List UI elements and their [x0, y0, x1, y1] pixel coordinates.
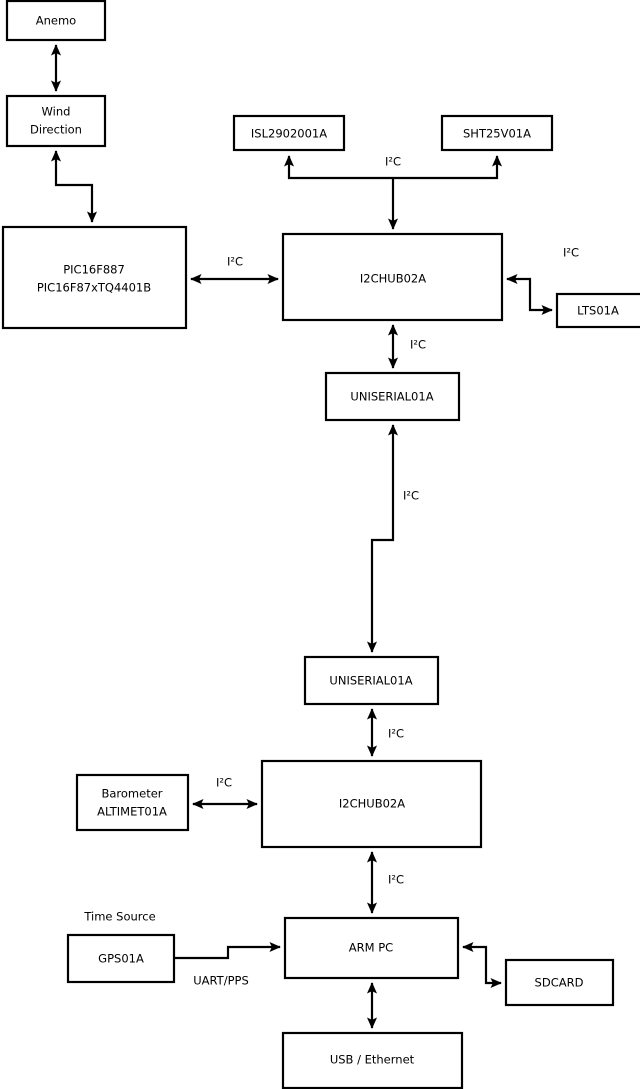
edge-armpc-sdcard — [462, 941, 502, 989]
node-rect-sht25v01a[interactable] — [440, 114, 554, 152]
node-rect-gps01a[interactable] — [66, 933, 176, 984]
edge-unibottom-hubbottom: I²C — [366, 708, 404, 757]
edge-barometer-hubbottom: I²C — [192, 776, 258, 810]
edge-path-wind-pic — [50, 150, 98, 223]
edge-label-hub-armpc: I²C — [388, 873, 404, 887]
node-rect-isl2902001a[interactable] — [232, 114, 346, 152]
node-rect-wind-direction[interactable] — [5, 94, 107, 148]
edge-hubtop-sensors: I²C — [283, 155, 503, 230]
node-rect-anemo[interactable] — [5, 0, 107, 42]
edge-label-isl-sht-bus: I²C — [385, 155, 401, 169]
node-i2chub02a-bottom[interactable]: I2CHUB02A — [260, 759, 483, 849]
edge-gps-armpc: UART/PPS — [174, 941, 281, 988]
node-uniserial01a-bottom[interactable]: UNISERIAL01A — [303, 655, 440, 706]
edge-pic-hubtop: I²C — [190, 255, 279, 285]
node-rect-barometer[interactable] — [75, 773, 190, 832]
edge-hubbottom-armpc: I²C — [366, 851, 404, 914]
edge-path-hubtop-lts — [506, 273, 553, 316]
node-label-sdcard: SDCARD — [535, 976, 584, 990]
edge-path-hubtop-sht — [393, 155, 503, 180]
edge-label-pic-hub: I²C — [227, 255, 243, 269]
node-anemo[interactable]: Anemo — [5, 0, 107, 42]
node-label-lts01a: LTS01A — [577, 304, 619, 318]
node-rect-i2chub02a-bottom[interactable] — [260, 759, 483, 849]
node-rect-uniserial01a-bottom[interactable] — [303, 655, 440, 706]
node-label-sht25v01a: SHT25V01A — [463, 127, 531, 141]
edge-label-uni-uni-link: I²C — [403, 489, 419, 503]
node-label-usb-ethernet: USB / Ethernet — [330, 1053, 415, 1067]
node-label-wind-direction-line1: Wind — [42, 105, 71, 119]
node-usb-ethernet[interactable]: USB / Ethernet — [281, 1031, 464, 1089]
node-pic-mcu[interactable]: PIC16F887 PIC16F87xTQ4401B — [1, 225, 188, 330]
edge-label-uni-hub-bottom: I²C — [388, 727, 404, 741]
edge-label-barometer-hub: I²C — [216, 776, 232, 790]
node-sht25v01a[interactable]: SHT25V01A — [440, 114, 554, 152]
node-label-uniserial01a-bottom: UNISERIAL01A — [329, 674, 412, 688]
node-wind-direction[interactable]: Wind Direction — [5, 94, 107, 148]
edge-path-hubtop-isl — [283, 155, 393, 180]
edge-label-hub-lts: I²C — [563, 246, 579, 260]
edge-hubtop-lts: I²C — [506, 246, 579, 316]
node-label-i2chub02a-bottom: I2CHUB02A — [339, 797, 405, 811]
node-rect-uniserial01a-top[interactable] — [324, 371, 461, 422]
edge-path-armpc-sdcard — [462, 941, 502, 989]
node-label-gps01a: GPS01A — [98, 952, 144, 966]
node-rect-arm-pc[interactable] — [283, 916, 460, 980]
node-label-pic-mcu-line2: PIC16F87xTQ4401B — [37, 281, 151, 295]
node-label-anemo: Anemo — [36, 14, 76, 28]
node-sdcard[interactable]: SDCARD — [504, 958, 615, 1007]
node-rect-pic-mcu[interactable] — [1, 225, 188, 330]
edge-unitop-unibottom: I²C — [366, 424, 419, 653]
label-time-source: Time Source — [83, 910, 155, 924]
node-barometer[interactable]: Barometer ALTIMET01A — [75, 773, 190, 832]
node-rect-sdcard[interactable] — [504, 958, 615, 1007]
node-label-isl2902001a: ISL2902001A — [251, 127, 327, 141]
edge-path-gps-armpc — [174, 941, 281, 960]
node-rect-lts01a[interactable] — [555, 292, 640, 329]
edge-hubtop-unitop: I²C — [387, 324, 426, 369]
node-rect-i2chub02a-top[interactable] — [281, 232, 504, 322]
node-label-wind-direction-line2: Direction — [30, 123, 82, 137]
node-label-pic-mcu-line1: PIC16F887 — [63, 263, 125, 277]
node-label-barometer-line1: Barometer — [101, 787, 162, 801]
node-arm-pc[interactable]: ARM PC — [283, 916, 460, 980]
node-label-i2chub02a-top: I2CHUB02A — [360, 272, 426, 286]
edge-wind-pic — [50, 150, 98, 223]
node-label-arm-pc: ARM PC — [349, 941, 393, 955]
node-label-barometer-line2: ALTIMET01A — [97, 805, 167, 819]
edge-label-hub-uni-top: I²C — [410, 338, 426, 352]
node-label-uniserial01a-top: UNISERIAL01A — [350, 390, 433, 404]
edge-path-unitop-unibottom — [366, 424, 399, 653]
node-gps01a[interactable]: GPS01A — [66, 933, 176, 984]
node-rect-usb-ethernet[interactable] — [281, 1031, 464, 1089]
node-uniserial01a-top[interactable]: UNISERIAL01A — [324, 371, 461, 422]
node-lts01a[interactable]: LTS01A — [555, 292, 640, 329]
node-isl2902001a[interactable]: ISL2902001A — [232, 114, 346, 152]
node-i2chub02a-top[interactable]: I2CHUB02A — [281, 232, 504, 322]
edge-label-gps-armpc: UART/PPS — [193, 974, 249, 988]
